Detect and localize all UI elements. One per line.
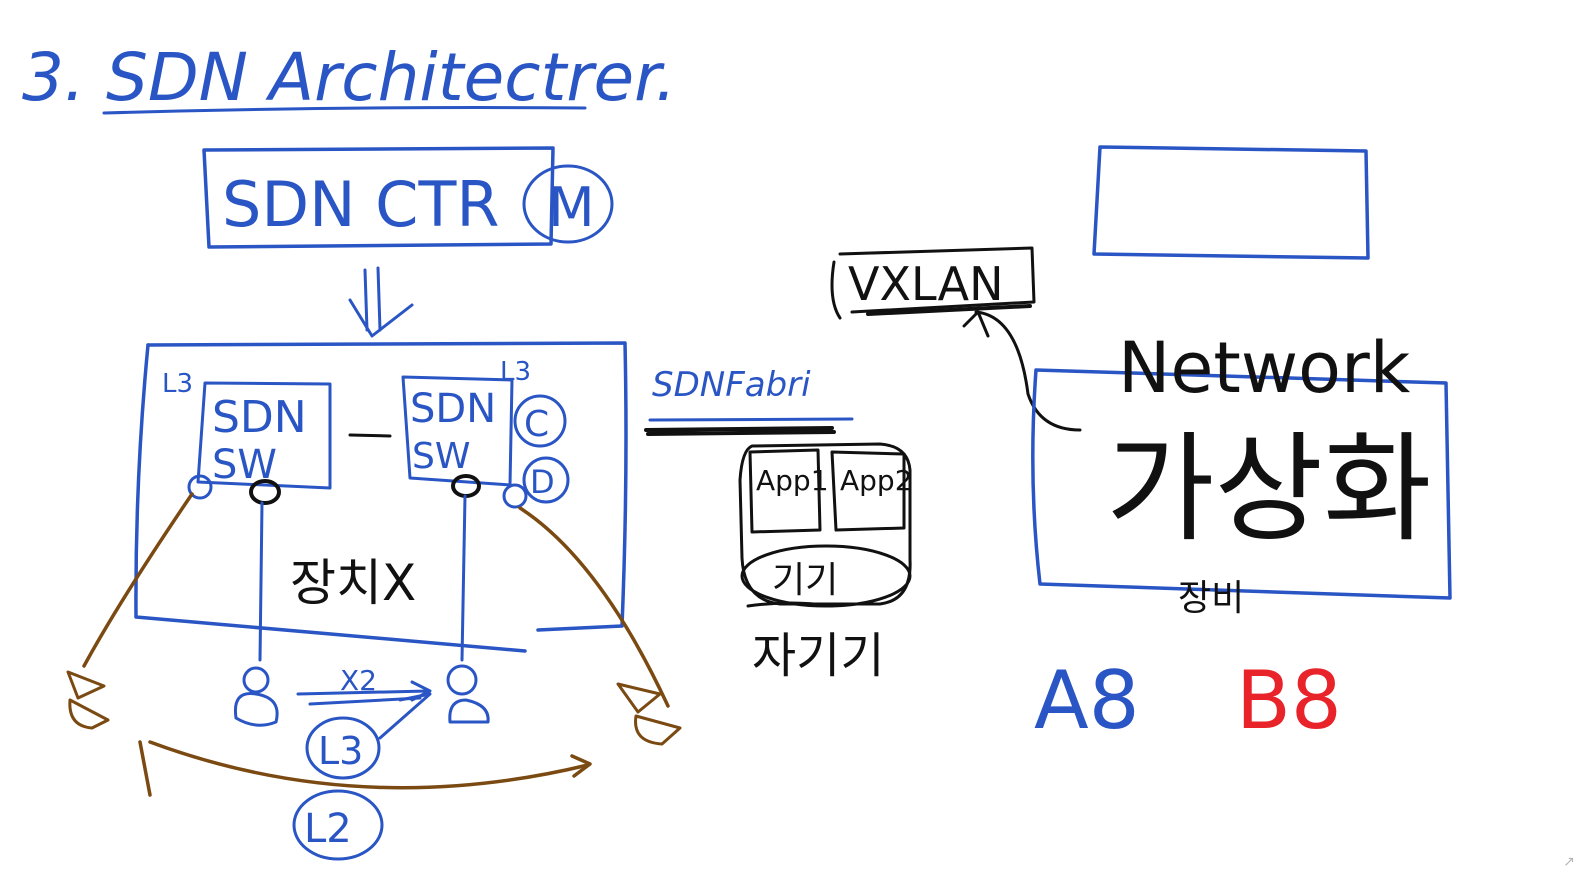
port-right-inner: [451, 474, 481, 498]
l3-label: L3: [318, 729, 363, 773]
empty-box: [1092, 145, 1370, 260]
sdn-controller-box: SDN CTR M: [202, 146, 614, 249]
badge-c: C: [524, 404, 549, 445]
host-brown-left: [66, 670, 110, 730]
badge-d: D: [530, 463, 555, 501]
sdn-fabric-label: SDNFabri: [652, 365, 811, 405]
network-caption: 장비: [1178, 578, 1244, 619]
vxlan-pointer: [962, 310, 1082, 432]
title-underline: [102, 106, 587, 115]
host-right: [446, 664, 490, 724]
stack-caption: 자기기: [752, 628, 884, 684]
fabric-corner-left: L3: [162, 369, 193, 399]
sdn-fabric-bar: [644, 426, 836, 436]
group-red: B8: [1236, 654, 1342, 747]
sdn-fabric-underline: [648, 417, 854, 422]
l2-circle: [292, 789, 384, 861]
fabric-container: L3 L3 SDN SW SDN SW C D 장치: [134, 341, 628, 662]
drop-left: [258, 501, 264, 662]
group-blue: A8: [1034, 654, 1140, 747]
base-label: 기기: [772, 560, 838, 601]
badge-c-circle: [513, 394, 567, 448]
drop-right: [460, 494, 467, 662]
app1-label: App1: [756, 464, 829, 497]
controller-badge: M: [548, 176, 595, 239]
port-left-inner: [249, 479, 281, 505]
vxlan-tag: VXLAN: [830, 246, 1036, 320]
l3-circle: [305, 716, 381, 780]
network-main: 가상화: [1106, 420, 1432, 558]
app1-box: [748, 448, 822, 534]
switch-right-line1: SDN: [410, 386, 496, 432]
l2-loop: [82, 492, 670, 797]
app2-label: App2: [840, 464, 913, 497]
badge-d-circle: [522, 456, 570, 504]
port-left-outer: [187, 474, 213, 500]
vxlan-label: VXLAN: [848, 257, 1004, 311]
port-right-outer: [502, 483, 528, 509]
host-left: [233, 666, 279, 727]
l2-label: L2: [304, 806, 352, 852]
down-arrow: [348, 266, 414, 338]
fabric-center-label: 장치X: [290, 554, 416, 612]
switch-right-line2: SW: [412, 436, 470, 477]
switch-left-line1: SDN: [212, 392, 307, 443]
app2-box: [830, 450, 906, 532]
app-stack: [738, 442, 912, 608]
fabric-corner-right: L3: [500, 357, 531, 387]
switch-left-box: [196, 381, 332, 490]
page-title: 3. SDN Architectrer.: [22, 39, 676, 116]
expand-icon[interactable]: ↗: [1563, 854, 1575, 870]
host-brown-right: [616, 682, 682, 746]
network-title: Network: [1118, 327, 1411, 409]
host-link-pointer: [378, 692, 432, 740]
switch-link: [348, 433, 392, 438]
controller-badge-circle: [522, 164, 614, 244]
controller-label: SDN CTR: [222, 168, 499, 241]
network-box: Network 가상화 장비: [1031, 327, 1452, 619]
